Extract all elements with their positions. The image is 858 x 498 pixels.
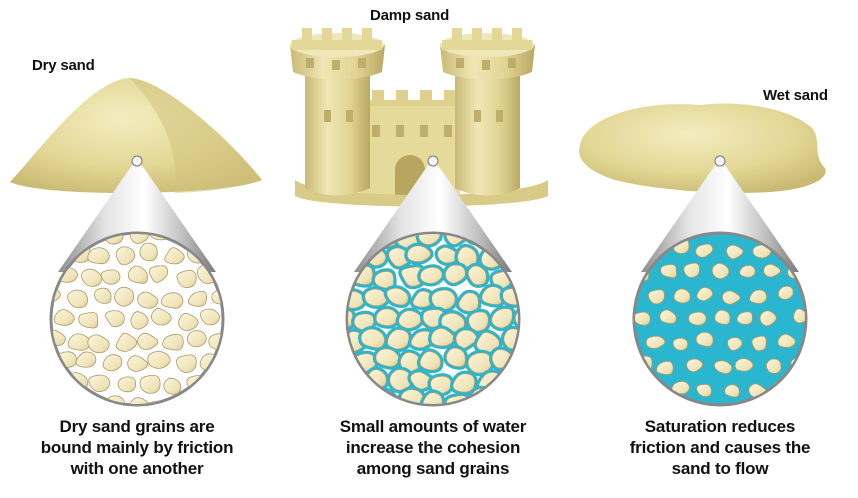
wet-caption-line-1: Saturation reduces [644, 417, 796, 436]
damp-sand-title: Damp sand [370, 7, 450, 24]
magnified-dry-grains [49, 231, 225, 407]
damp-caption-line-1: Small amounts of water [339, 417, 527, 436]
damp-sand-caption: Small amounts of water increase the cohe… [303, 416, 563, 479]
sand-castle-illustration [290, 28, 548, 207]
wet-caption-line-2: friction and causes the [629, 438, 811, 457]
wet-caption-line-3: sand to flow [671, 459, 769, 478]
damp-caption-line-3: among sand grains [356, 459, 510, 478]
wet-sand-title: Wet sand [763, 87, 828, 104]
dry-caption-line-3: with one another [70, 459, 204, 478]
magnified-damp-grains [345, 231, 521, 407]
dry-caption-line-1: Dry sand grains are [59, 417, 215, 436]
dry-sand-title: Dry sand [32, 57, 95, 74]
dry-caption-line-2: bound mainly by friction [40, 438, 234, 457]
wet-sand-puddle-illustration [579, 103, 826, 193]
dry-sand-pile-illustration [10, 78, 262, 194]
damp-caption-line-2: increase the cohesion [345, 438, 521, 457]
dry-sand-caption: Dry sand grains are bound mainly by fric… [7, 416, 267, 479]
magnified-wet-grains [632, 231, 808, 407]
wet-sand-caption: Saturation reduces friction and causes t… [590, 416, 850, 479]
